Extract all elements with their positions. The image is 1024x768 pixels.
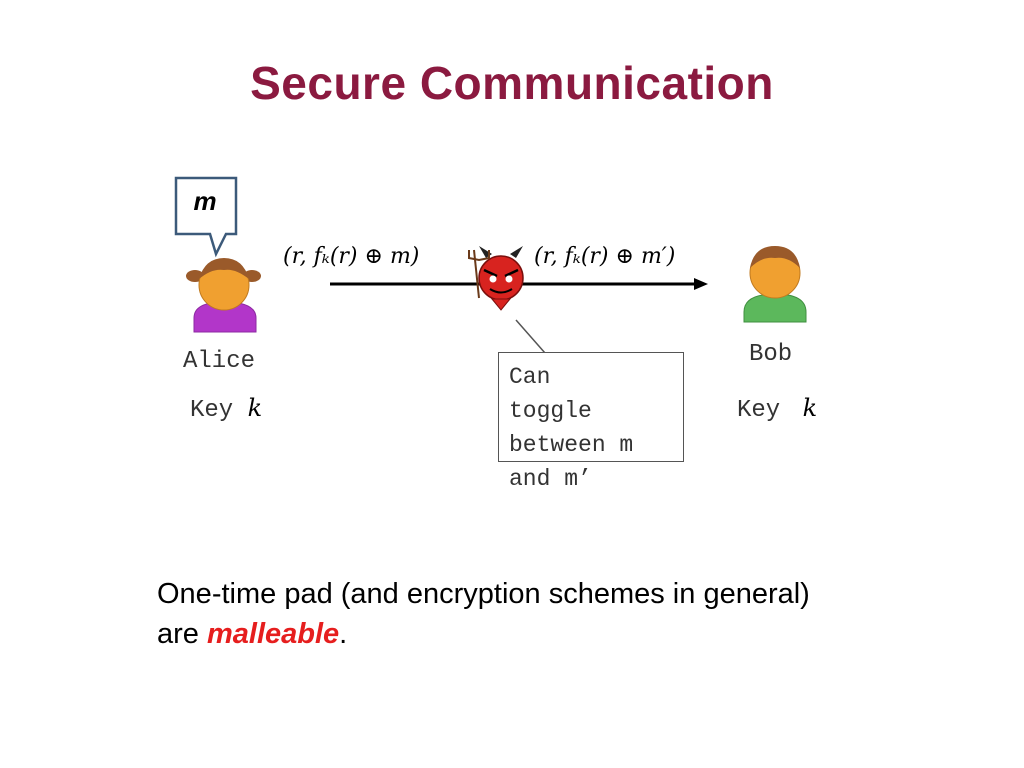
bob-name: Bob <box>749 341 793 368</box>
footer-text: One-time pad (and encryption schemes in … <box>157 574 917 654</box>
bob-figure <box>743 246 807 323</box>
footer-line-2-suffix: . <box>339 618 348 650</box>
note-callout-pointer <box>515 319 575 354</box>
alice-key: Key k <box>190 394 262 424</box>
ciphertext-received: (r, fₖ(r) ⊕ m′) <box>534 244 676 269</box>
ciphertext-sent: (r, fₖ(r) ⊕ m) <box>283 244 420 269</box>
adversary-note: Can toggle between m and m’ <box>509 364 634 492</box>
alice-name: Alice <box>183 348 256 375</box>
bob-key-var: k <box>802 394 818 422</box>
alice-figure <box>186 258 261 333</box>
bob-hair <box>750 246 800 268</box>
alice-speech-bubble <box>174 176 238 258</box>
bob-key: Key k <box>737 394 817 424</box>
adversary-note-box <box>498 352 684 462</box>
footer-line-2-prefix: are <box>157 618 207 650</box>
malleable-emphasis: malleable <box>206 618 340 650</box>
alice-key-var: k <box>247 394 263 422</box>
bob-key-label: Key <box>737 397 781 424</box>
devil-icon <box>468 246 524 311</box>
footer-line-1: One-time pad (and encryption schemes in … <box>157 578 810 610</box>
footer-line-2: are malleable. <box>157 614 917 654</box>
alice-key-label: Key <box>190 397 234 424</box>
page-title: Secure Communication <box>250 57 774 109</box>
alice-hair <box>199 258 249 279</box>
alice-message: m <box>193 186 217 216</box>
channel-arrow-head <box>694 278 708 290</box>
